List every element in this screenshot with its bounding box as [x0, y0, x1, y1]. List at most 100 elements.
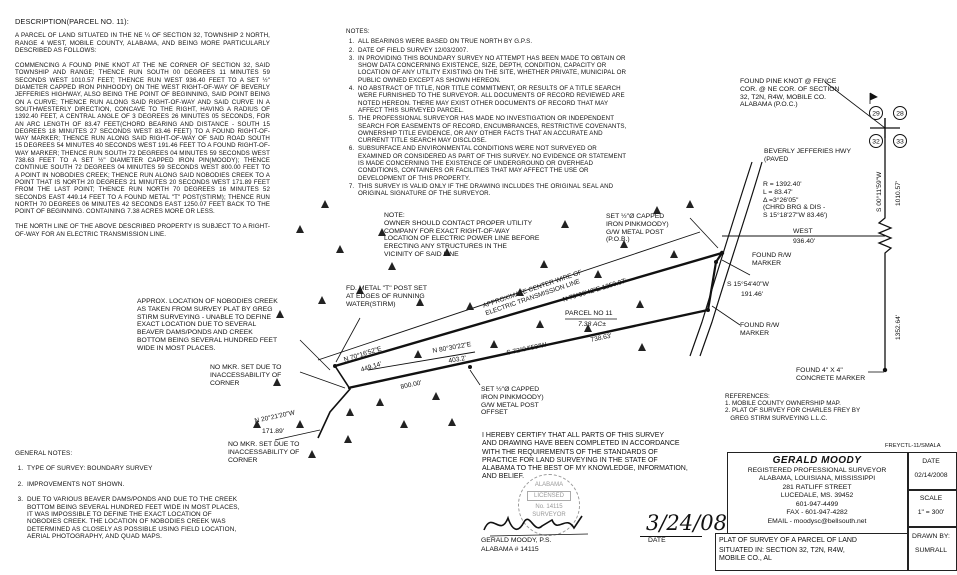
leader-nomkr1: [299, 371, 346, 389]
west-boundary-line: [317, 365, 352, 439]
signature-name: GERALD MOODY, P.S.: [481, 537, 552, 544]
acres-label: 7.38 AC±: [578, 321, 607, 328]
found-rw-marker-2-label: FOUND R/W MARKER: [740, 322, 780, 337]
curve-data-label: R = 1392.40' L = 83.47' Δ =3°26'05" (CHR…: [763, 181, 828, 220]
section-29-label: 29: [872, 111, 880, 118]
description-paragraph-3: THE NORTH LINE OF THE ABOVE DESCRIBED PR…: [15, 223, 270, 238]
title-block-fax: FAX - 601-947-4282: [786, 509, 848, 516]
n20-distance-label: 171.89': [262, 428, 285, 435]
certificate-text: I HEREBY CERTIFY THAT ALL PARTS OF THIS …: [482, 432, 688, 481]
date-underline: [640, 536, 702, 537]
road-east-edge: [699, 161, 763, 357]
road-label: BEVERLY JEFFERIES HWY (PAVED: [764, 148, 851, 163]
creek-label: APPROX. LOCATION OF NOBODIES CREEK AS TA…: [137, 298, 278, 352]
transmission-line: [317, 231, 701, 361]
south-boundary-line: [347, 308, 709, 390]
road-west-edge: [689, 161, 753, 357]
description-block: DESCRIPTION(PARCEL NO. 11): A PARCEL OF …: [15, 18, 270, 246]
section-33-circle: [893, 134, 907, 148]
section-33-label: 33: [896, 139, 904, 146]
s15-bearing-label: S 15°54'40"W: [727, 281, 769, 288]
general-notes-block: GENERAL NOTES: TYPE OF SURVEY: BOUNDARY …: [15, 450, 247, 542]
scale-cell-label: SCALE: [919, 495, 943, 502]
seal-middle-text: LICENSED: [527, 491, 571, 501]
north-boundary-line: [334, 251, 723, 368]
right-bearing-label: S 00°11'59"W: [876, 171, 883, 212]
right-distance-2-label: 1352.64': [895, 314, 902, 340]
description-paragraph-1: A PARCEL OF LAND SITUATED IN THE NE ¼ OF…: [15, 32, 270, 54]
references-label: REFERENCES: 1. MOBILE COUNTY OWNERSHIP M…: [725, 393, 861, 422]
title-block-phone: 601-947-4499: [795, 501, 839, 508]
plat-situated: SITUATED IN: SECTION 32, T2N, R4W, MOBIL…: [719, 547, 845, 562]
general-note-item: TYPE OF SURVEY: BOUNDARY SURVEY: [25, 465, 247, 472]
title-block-line4: LUCEDALE, MS. 39452: [780, 492, 854, 499]
section-28-label: 28: [896, 111, 904, 118]
pob-marker: [719, 250, 725, 256]
surveyor-seal: ALABAMA LICENSED No. 14115 SURVEYOR: [518, 474, 580, 536]
plat-title: PLAT OF SURVEY OF A PARCEL OF LAND: [719, 537, 857, 544]
title-block-email: EMAIL - moodysc@bellsouth.net: [767, 518, 867, 525]
section-28-circle: [893, 106, 907, 120]
general-note-item: IMPROVEMENTS NOT SHOWN.: [25, 481, 247, 488]
title-block-line1: REGISTERED PROFESSIONAL SURVEYOR: [747, 467, 887, 474]
date-label: DATE: [648, 537, 666, 544]
section-32-label: 32: [872, 139, 880, 146]
general-notes-list: TYPE OF SURVEY: BOUNDARY SURVEY IMPROVEM…: [15, 465, 247, 540]
west-label: WEST: [793, 228, 813, 235]
leader-nomkr2: [274, 429, 321, 441]
title-block-line3: 281 RATLIFF STREET: [782, 484, 852, 491]
found-pine-knot-label: FOUND PINE KNOT @ FENCE COR. @ NE COR. O…: [740, 78, 840, 109]
no-marker-2-label: NO MKR. SET DUE TO INACCESSABILITY OF CO…: [228, 441, 300, 464]
section-line: [877, 118, 893, 370]
concrete-marker: [882, 367, 888, 373]
note-item: THIS SURVEY IS VALID ONLY IF THE DRAWING…: [356, 183, 628, 198]
description-heading: DESCRIPTION(PARCEL NO. 11):: [15, 17, 129, 26]
tpost-marker: [333, 364, 337, 368]
no-marker-1-label: NO MKR. SET DUE TO INACCESSABILITY OF CO…: [210, 364, 282, 387]
general-notes-heading: GENERAL NOTES:: [15, 450, 73, 457]
leader-setpin: [469, 369, 481, 386]
vegetation-symbols: [253, 200, 694, 458]
drawn-cell-label: DRAWN BY:: [912, 533, 950, 540]
s15-distance-label: 191.46': [741, 291, 764, 298]
scale-cell-value: 1" = 300': [917, 509, 945, 516]
set-pin-marker: [468, 365, 472, 369]
drawn-cell-value: SUMRALL: [914, 547, 948, 554]
note-item: NO ABSTRACT OF TITLE, NOR TITLE COMMITME…: [356, 85, 628, 114]
signature-graphic: [483, 515, 589, 537]
file-name-label: FREYCTL-11/SMALA: [885, 443, 941, 449]
notes-list: ALL BEARINGS WERE BASED ON TRUE NORTH BY…: [346, 38, 628, 197]
date-cell-value: 02/14/2008: [914, 472, 948, 479]
section-32-circle: [869, 134, 883, 148]
right-distance-1-label: 1010.57': [895, 180, 902, 206]
north-inner-line: [367, 351, 476, 371]
note-item: DATE OF FIELD SURVEY 12/03/2007.: [356, 47, 628, 54]
note-item: THE PROFESSIONAL SURVEYOR HAS MADE NO IN…: [356, 115, 628, 144]
leader-rw2: [711, 305, 741, 326]
leader-creek: [299, 339, 331, 371]
concrete-marker-label: FOUND 4" X 4" CONCRETE MARKER: [796, 367, 866, 382]
seal-number-text: No. 14115: [535, 504, 563, 510]
title-block-line2: ALABAMA, LOUISIANA, MISSISSIPPI: [758, 475, 876, 482]
section-29-circle: [869, 106, 883, 120]
note-item: ALL BEARINGS WERE BASED ON TRUE NORTH BY…: [356, 38, 628, 45]
leader-tpost: [335, 317, 361, 363]
description-paragraph-2: COMMENCING A FOUND PINE KNOT AT THE NE C…: [15, 62, 270, 216]
t-post-label: FD. METAL "T" POST SET AT EDGES OF RUNNI…: [346, 285, 427, 308]
seal-top-text: ALABAMA: [534, 482, 564, 488]
set-pin-pob-label: SET ½"Ø CAPPED IRON PINKMOODY) G/W METAL…: [606, 213, 669, 244]
title-block-name: GERALD MOODY: [772, 455, 862, 466]
west-distance-label: 936.40': [793, 238, 816, 245]
seal-bottom-text: SURVEYOR: [532, 512, 566, 518]
signature-date: 3/24/08: [646, 511, 727, 535]
rw-marker-2: [706, 308, 710, 312]
north-arrow-icon: [869, 92, 878, 104]
title-block-plat: [715, 533, 909, 571]
notes-heading: NOTES:: [346, 28, 370, 35]
notes-block: NOTES: ALL BEARINGS WERE BASED ON TRUE N…: [346, 28, 628, 199]
leader-knot: [824, 81, 886, 129]
signature-license: ALABAMA # 14115: [481, 546, 539, 553]
note-item: SUBSURFACE AND ENVIRONMENTAL CONDITIONS …: [356, 145, 628, 181]
